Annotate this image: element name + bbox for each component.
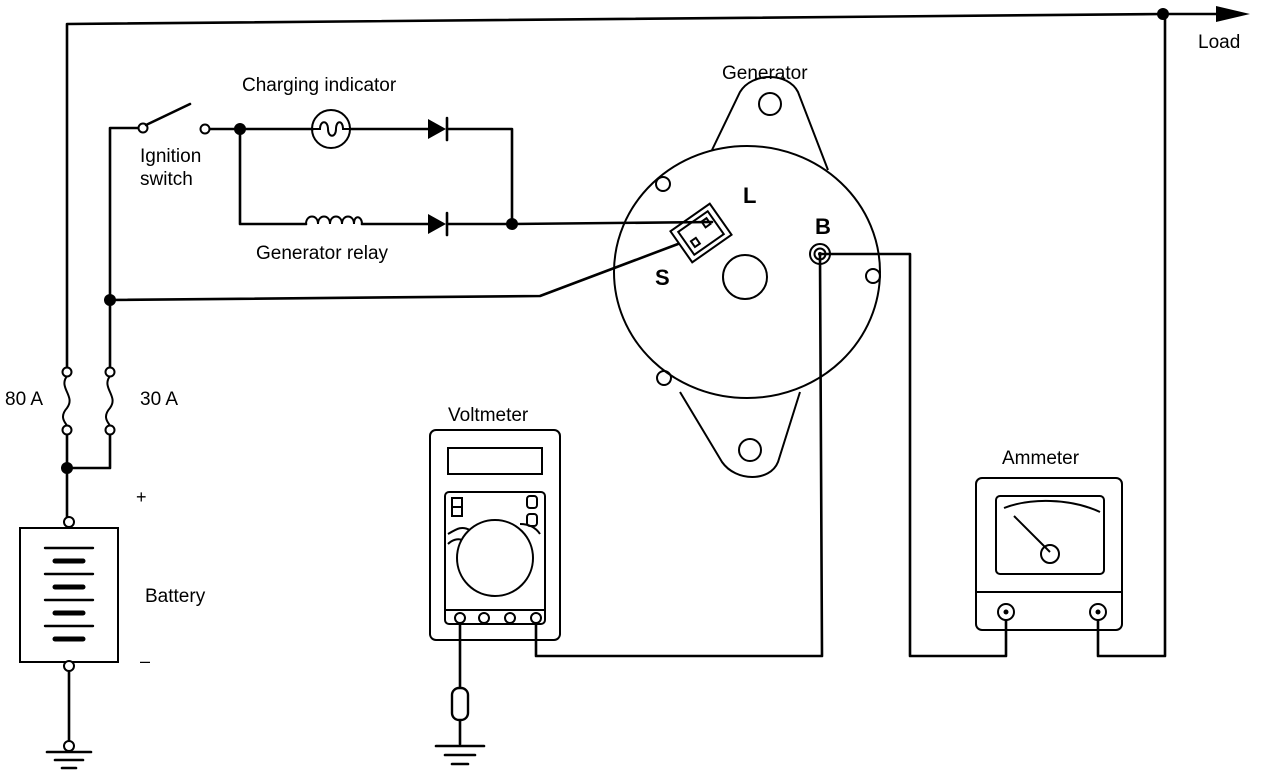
generator-body [613, 76, 881, 478]
charging-indicator-label: Charging indicator [242, 75, 397, 96]
fuse-30a [104, 366, 116, 436]
battery-label: Battery [145, 586, 206, 607]
voltmeter [429, 429, 561, 641]
ground-symbol-voltmeter [434, 744, 486, 766]
fuse-80a-label: 80 A [5, 389, 43, 410]
ignition-switch-label-line2: switch [140, 169, 193, 190]
terminal-b-label: B [815, 214, 831, 239]
ammeter [975, 477, 1123, 631]
labels: Load Charging indicator Generator Igniti… [5, 32, 1240, 671]
generator-connector-s-l [669, 202, 733, 264]
ignition-switch-label-line1: Ignition [140, 146, 201, 167]
battery [19, 516, 119, 672]
voltmeter-label: Voltmeter [448, 405, 529, 426]
terminal-s-label: S [655, 265, 670, 290]
probe-clip [450, 686, 470, 722]
generator-relay-label: Generator relay [256, 243, 389, 264]
generator-relay-coil [305, 215, 363, 225]
generator-terminal-b [809, 243, 831, 265]
ground-symbol-battery [45, 740, 93, 770]
terminal-l-label: L [743, 183, 756, 208]
ignition-switch [137, 102, 211, 135]
battery-minus-label: – [140, 651, 150, 671]
diode-relay [428, 211, 449, 237]
fuse-30a-label: 30 A [140, 389, 178, 410]
wiring [65, 6, 1250, 746]
generator-label: Generator [722, 63, 808, 84]
load-arrow [1216, 6, 1250, 22]
fuse-80a [61, 366, 73, 436]
ammeter-label: Ammeter [1002, 448, 1080, 469]
battery-plus-label: + [136, 487, 147, 507]
junction-dots [61, 8, 1169, 474]
load-label: Load [1198, 32, 1240, 53]
diode-indicator [428, 116, 449, 142]
charging-indicator-lamp [311, 109, 351, 149]
